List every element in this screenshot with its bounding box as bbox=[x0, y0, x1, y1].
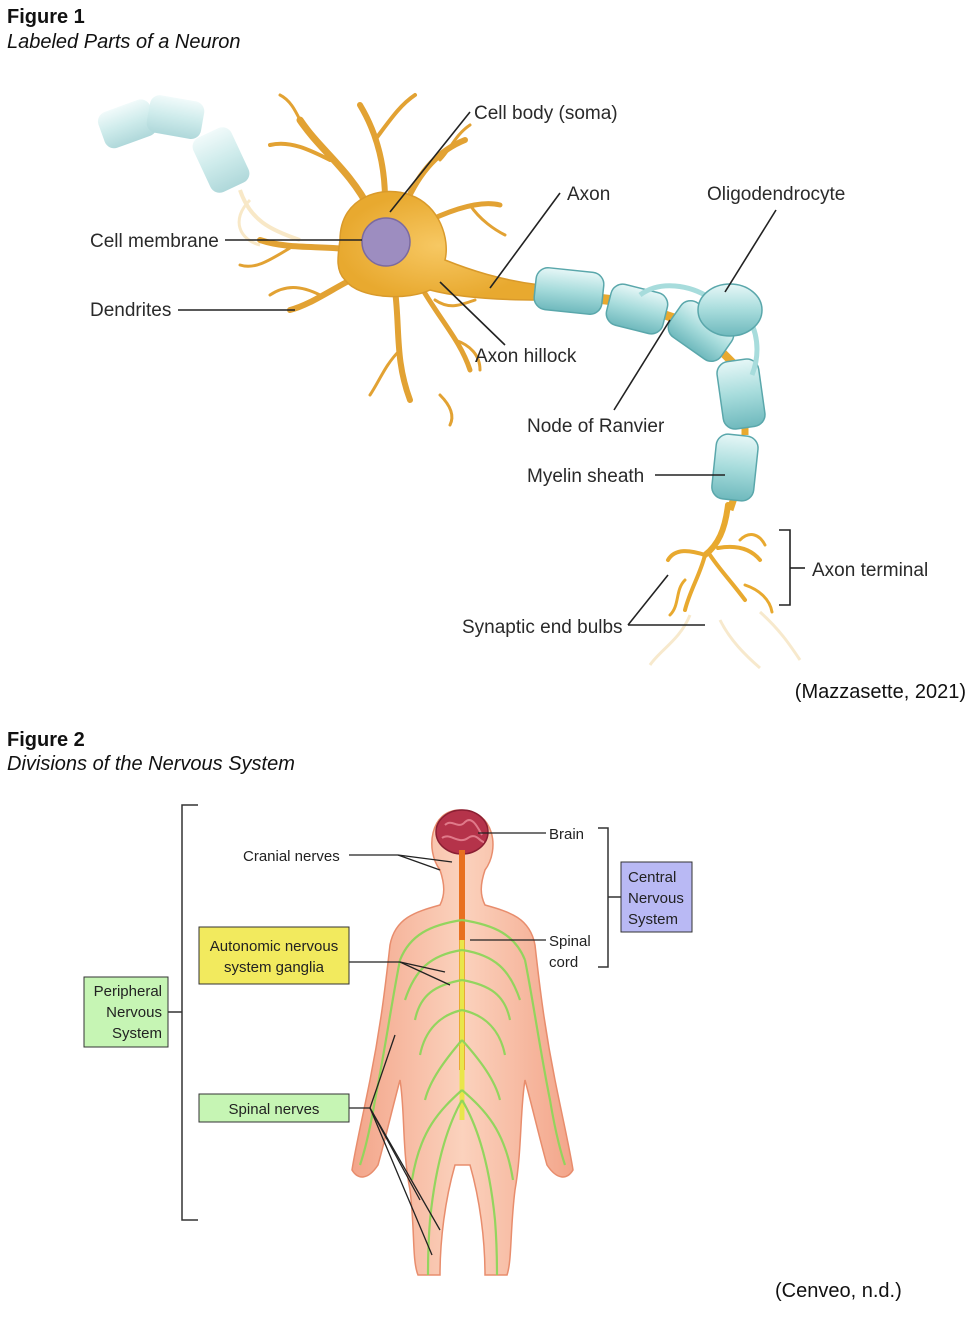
axon-terminal-shape bbox=[666, 502, 774, 617]
figure2-number: Figure 2 bbox=[7, 729, 85, 751]
brain-shape bbox=[435, 809, 489, 855]
nervous-system-diagram: Brain Cranial nerves Spinal cord Autonom… bbox=[83, 804, 693, 1276]
ans-label-2: system ganglia bbox=[224, 959, 325, 976]
upstream-axon bbox=[97, 95, 301, 247]
label-axon-hillock: Axon hillock bbox=[475, 346, 577, 367]
fig2-leader-lines bbox=[349, 832, 546, 1256]
cns-label-3: System bbox=[628, 911, 678, 928]
label-myelin-sheath: Myelin sheath bbox=[527, 466, 644, 487]
label-dendrites: Dendrites bbox=[90, 300, 171, 321]
pns-label-1: Peripheral bbox=[94, 983, 162, 1000]
label-node-of-ranvier: Node of Ranvier bbox=[527, 416, 665, 437]
pns-label-3: System bbox=[112, 1025, 162, 1042]
label-cranial-nerves: Cranial nerves bbox=[243, 848, 340, 865]
cns-label-2: Nervous bbox=[628, 890, 684, 907]
pns-box bbox=[83, 976, 169, 1048]
figure1-number: Figure 1 bbox=[7, 6, 85, 28]
neuron-diagram: Cell body (soma) Axon Oligodendrocyte Ce… bbox=[90, 93, 928, 670]
label-brain: Brain bbox=[549, 826, 584, 843]
label-cell-membrane: Cell membrane bbox=[90, 231, 219, 252]
spinal-nerves-box bbox=[198, 1093, 350, 1123]
pns-bracket bbox=[168, 804, 198, 1221]
terminal-faint-branches bbox=[648, 610, 802, 670]
myelin-segments bbox=[533, 266, 766, 502]
oligodendrocyte-shape bbox=[638, 283, 763, 376]
ans-label-1: Autonomic nervous bbox=[210, 938, 338, 955]
label-axon: Axon bbox=[567, 184, 610, 205]
ans-box bbox=[198, 926, 350, 985]
pns-label-2: Nervous bbox=[106, 1004, 162, 1021]
label-synaptic-end-bulbs: Synaptic end bulbs bbox=[462, 617, 623, 638]
cns-label-1: Central bbox=[628, 869, 676, 886]
nucleus-shape bbox=[361, 217, 411, 267]
label-spinal-cord-1: Spinal bbox=[549, 933, 591, 950]
figure1-title: Labeled Parts of a Neuron bbox=[7, 31, 241, 53]
cns-box bbox=[620, 861, 693, 933]
label-axon-terminal: Axon terminal bbox=[812, 560, 928, 581]
label-spinal-cord-2: cord bbox=[549, 954, 578, 971]
figure2-citation: (Cenveo, n.d.) bbox=[775, 1280, 902, 1302]
figure1-citation: (Mazzasette, 2021) bbox=[794, 681, 966, 703]
cns-bracket bbox=[598, 827, 621, 968]
label-oligodendrocyte: Oligodendrocyte bbox=[707, 184, 845, 205]
figure2-title: Divisions of the Nervous System bbox=[7, 753, 295, 775]
spinal-nerves-label: Spinal nerves bbox=[229, 1101, 320, 1118]
label-cell-body: Cell body (soma) bbox=[474, 103, 618, 124]
leader-lines bbox=[178, 111, 805, 626]
peripheral-nerves-shape bbox=[358, 918, 567, 1276]
